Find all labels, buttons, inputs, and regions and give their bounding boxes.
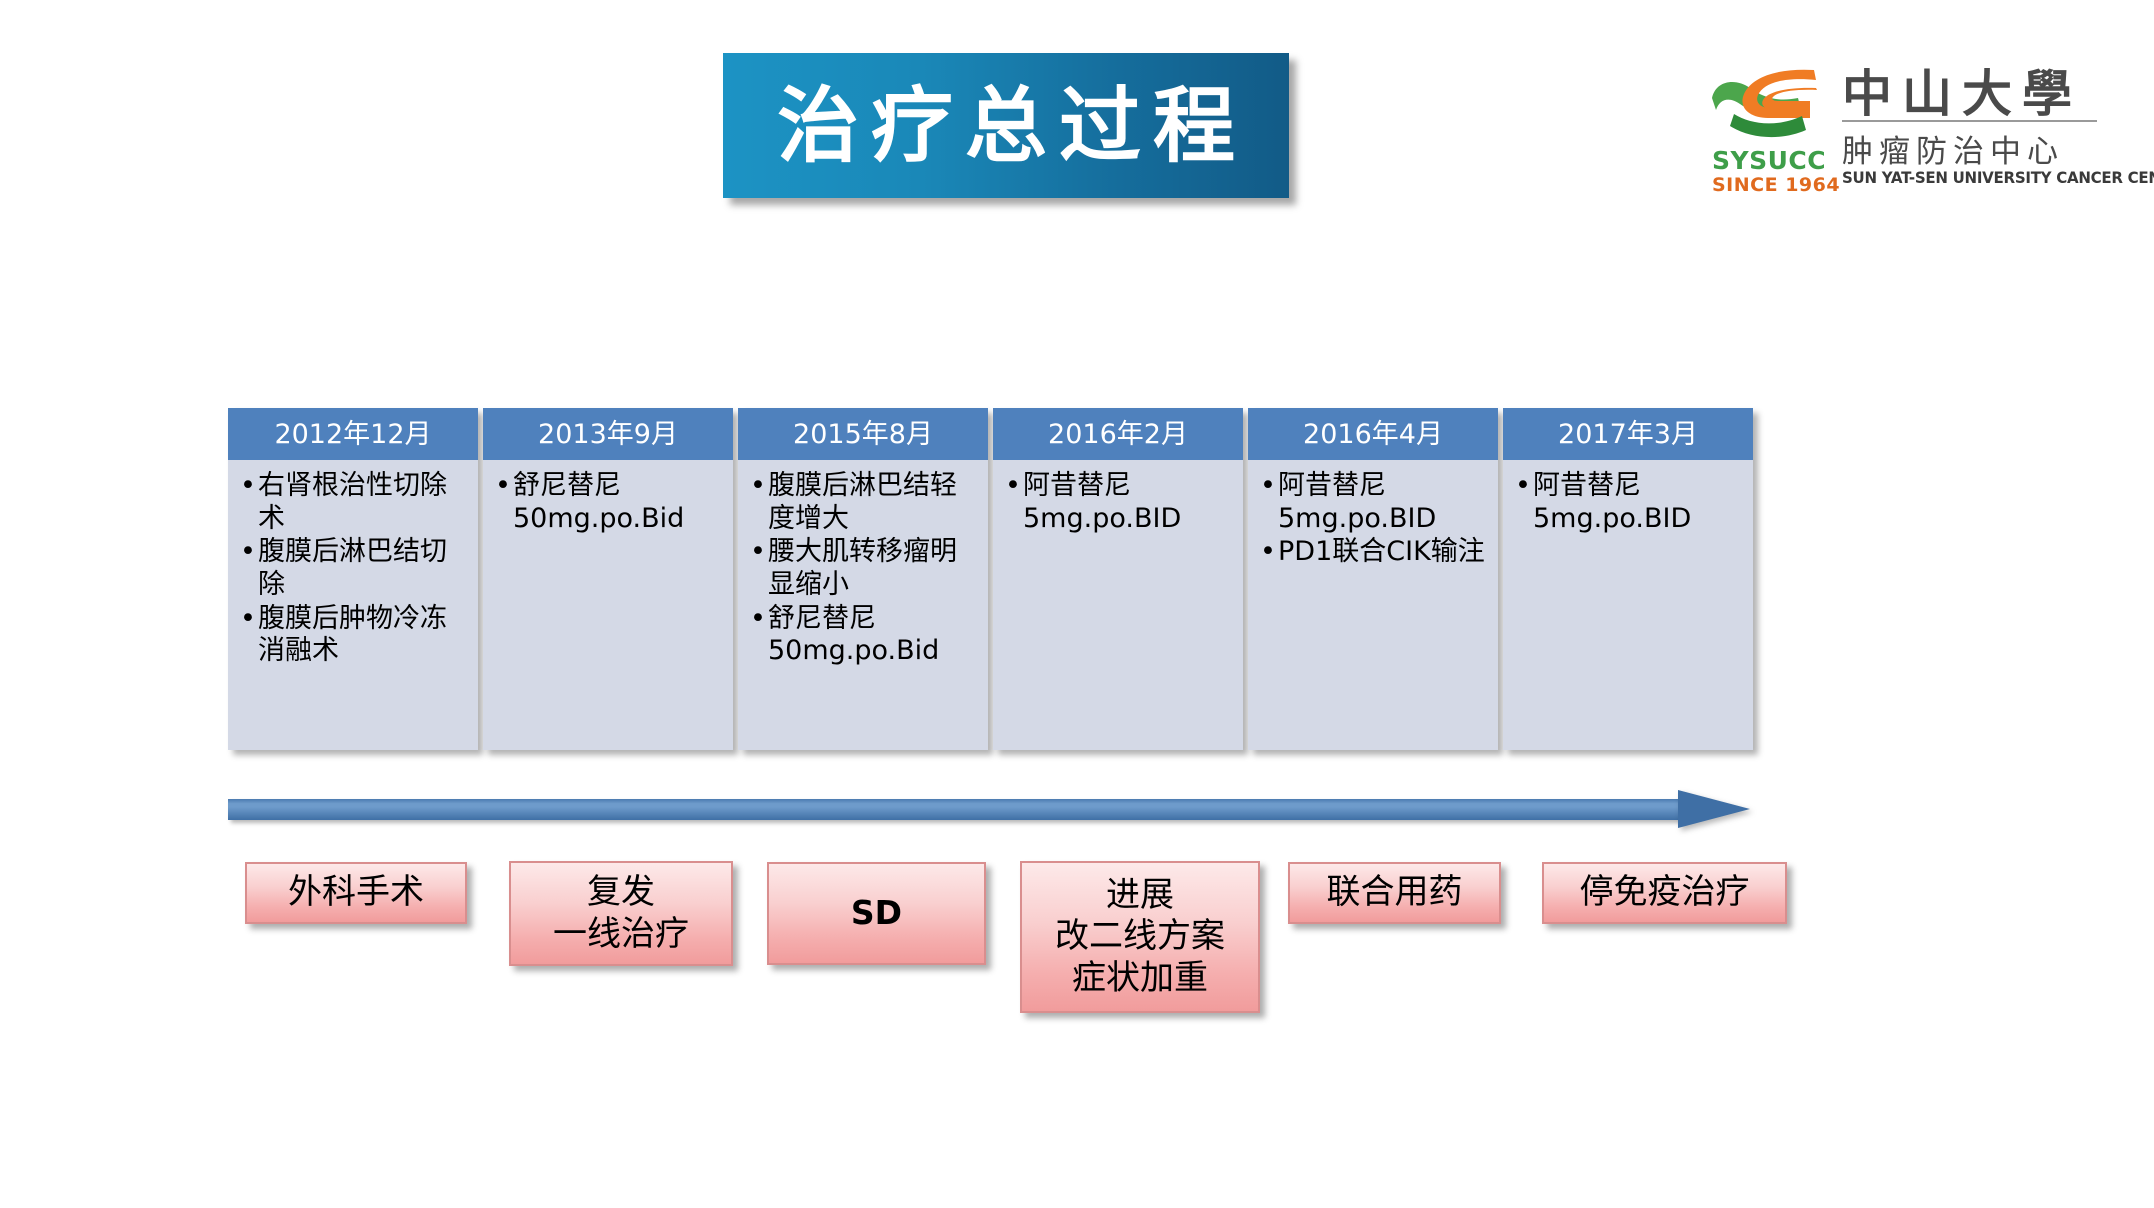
list-item: 阿昔替尼5mg.po.BID — [1256, 470, 1490, 535]
stage-box-label: 复发 一线治疗 — [553, 872, 689, 954]
list-item: 阿昔替尼5mg.po.BID — [1001, 470, 1235, 535]
timeline-card: 2013年9月 舒尼替尼50mg.po.Bid — [483, 408, 733, 750]
sysucc-logo: SYSUCC SINCE 1964 中山大學 肿瘤防治中心 SUN YAT-SE… — [1706, 54, 2154, 196]
timeline-card-bullets: 右肾根治性切除术 腹膜后淋巴结切除 腹膜后肿物冷冻消融术 — [236, 470, 470, 668]
logo-since: SINCE 1964 — [1712, 174, 1841, 196]
logo-acronym: SYSUCC — [1712, 146, 1827, 175]
timeline-card-header: 2013年9月 — [483, 408, 733, 460]
stage-box-label: SD — [850, 893, 903, 933]
timeline-card: 2015年8月 腹膜后淋巴结轻度增大 腰大肌转移瘤明显缩小 舒尼替尼50mg.p… — [738, 408, 988, 750]
timeline-card-bullets: 舒尼替尼50mg.po.Bid — [491, 470, 725, 535]
timeline-card: 2012年12月 右肾根治性切除术 腹膜后淋巴结切除 腹膜后肿物冷冻消融术 — [228, 408, 478, 750]
list-item: 舒尼替尼50mg.po.Bid — [746, 603, 980, 668]
timeline-card-date: 2016年2月 — [1048, 418, 1188, 450]
list-item: 腹膜后淋巴结切除 — [236, 536, 470, 601]
stage-box-label: 联合用药 — [1326, 872, 1463, 913]
timeline-card-bullets: 腹膜后淋巴结轻度增大 腰大肌转移瘤明显缩小 舒尼替尼50mg.po.Bid — [746, 470, 980, 668]
stage-box-stop-immunotherapy: 停免疫治疗 — [1542, 862, 1787, 924]
page-title: 治疗总过程 — [776, 77, 1247, 174]
timeline-card-body: 舒尼替尼50mg.po.Bid — [483, 460, 733, 750]
list-item: 腹膜后肿物冷冻消融术 — [236, 603, 470, 668]
timeline-card-body: 右肾根治性切除术 腹膜后淋巴结切除 腹膜后肿物冷冻消融术 — [228, 460, 478, 750]
timeline-card: 2017年3月 阿昔替尼5mg.po.BID — [1503, 408, 1753, 750]
stage-box-combination: 联合用药 — [1288, 862, 1501, 924]
timeline-card-date: 2017年3月 — [1558, 418, 1698, 450]
timeline-card-bullets: 阿昔替尼5mg.po.BID PD1联合CIK输注 — [1256, 470, 1490, 569]
list-item: 右肾根治性切除术 — [236, 470, 470, 535]
list-item: 舒尼替尼50mg.po.Bid — [491, 470, 725, 535]
logo-english-name: SUN YAT-SEN UNIVERSITY CANCER CENTER — [1842, 168, 2154, 187]
logo-chinese-subtitle: 肿瘤防治中心 — [1842, 134, 2064, 170]
list-item: 阿昔替尼5mg.po.BID — [1511, 470, 1745, 535]
timeline-card-header: 2012年12月 — [228, 408, 478, 460]
stage-box-label: 停免疫治疗 — [1579, 872, 1750, 913]
timeline-card-date: 2015年8月 — [793, 418, 933, 450]
logo-chinese-name: 中山大學 — [1842, 64, 2082, 123]
timeline-card-header: 2016年2月 — [993, 408, 1243, 460]
timeline-card-date: 2016年4月 — [1303, 418, 1443, 450]
timeline-card-bullets: 阿昔替尼5mg.po.BID — [1001, 470, 1235, 535]
timeline-arrow-head-icon — [1678, 790, 1750, 828]
timeline-card-body: 阿昔替尼5mg.po.BID PD1联合CIK输注 — [1248, 460, 1498, 750]
stage-box-label: 外科手术 — [288, 872, 424, 913]
timeline-card-header: 2015年8月 — [738, 408, 988, 460]
stage-box-sd: SD — [767, 862, 986, 965]
timeline-card: 2016年4月 阿昔替尼5mg.po.BID PD1联合CIK输注 — [1248, 408, 1498, 750]
stage-box-surgery: 外科手术 — [245, 862, 467, 924]
slide-title-banner: 治疗总过程 — [723, 53, 1289, 198]
stage-box-progression: 进展 改二线方案 症状加重 — [1020, 861, 1260, 1013]
timeline-arrow — [228, 790, 1753, 828]
stage-box-recurrence: 复发 一线治疗 — [509, 861, 733, 966]
logo-divider — [1842, 120, 2097, 122]
timeline-arrow-shaft — [228, 799, 1683, 820]
list-item: PD1联合CIK输注 — [1256, 536, 1490, 569]
timeline-card: 2016年2月 阿昔替尼5mg.po.BID — [993, 408, 1243, 750]
timeline-card-header: 2017年3月 — [1503, 408, 1753, 460]
timeline-card-body: 阿昔替尼5mg.po.BID — [993, 460, 1243, 750]
timeline-card-date: 2013年9月 — [538, 418, 678, 450]
timeline-card-header: 2016年4月 — [1248, 408, 1498, 460]
list-item: 腰大肌转移瘤明显缩小 — [746, 536, 980, 601]
sysucc-swoosh-icon — [1712, 69, 1817, 138]
timeline-card-bullets: 阿昔替尼5mg.po.BID — [1511, 470, 1745, 535]
timeline-card-body: 腹膜后淋巴结轻度增大 腰大肌转移瘤明显缩小 舒尼替尼50mg.po.Bid — [738, 460, 988, 750]
timeline-card-body: 阿昔替尼5mg.po.BID — [1503, 460, 1753, 750]
stage-box-label: 进展 改二线方案 症状加重 — [1055, 874, 1225, 998]
list-item: 腹膜后淋巴结轻度增大 — [746, 470, 980, 535]
timeline-card-date: 2012年12月 — [274, 418, 432, 450]
